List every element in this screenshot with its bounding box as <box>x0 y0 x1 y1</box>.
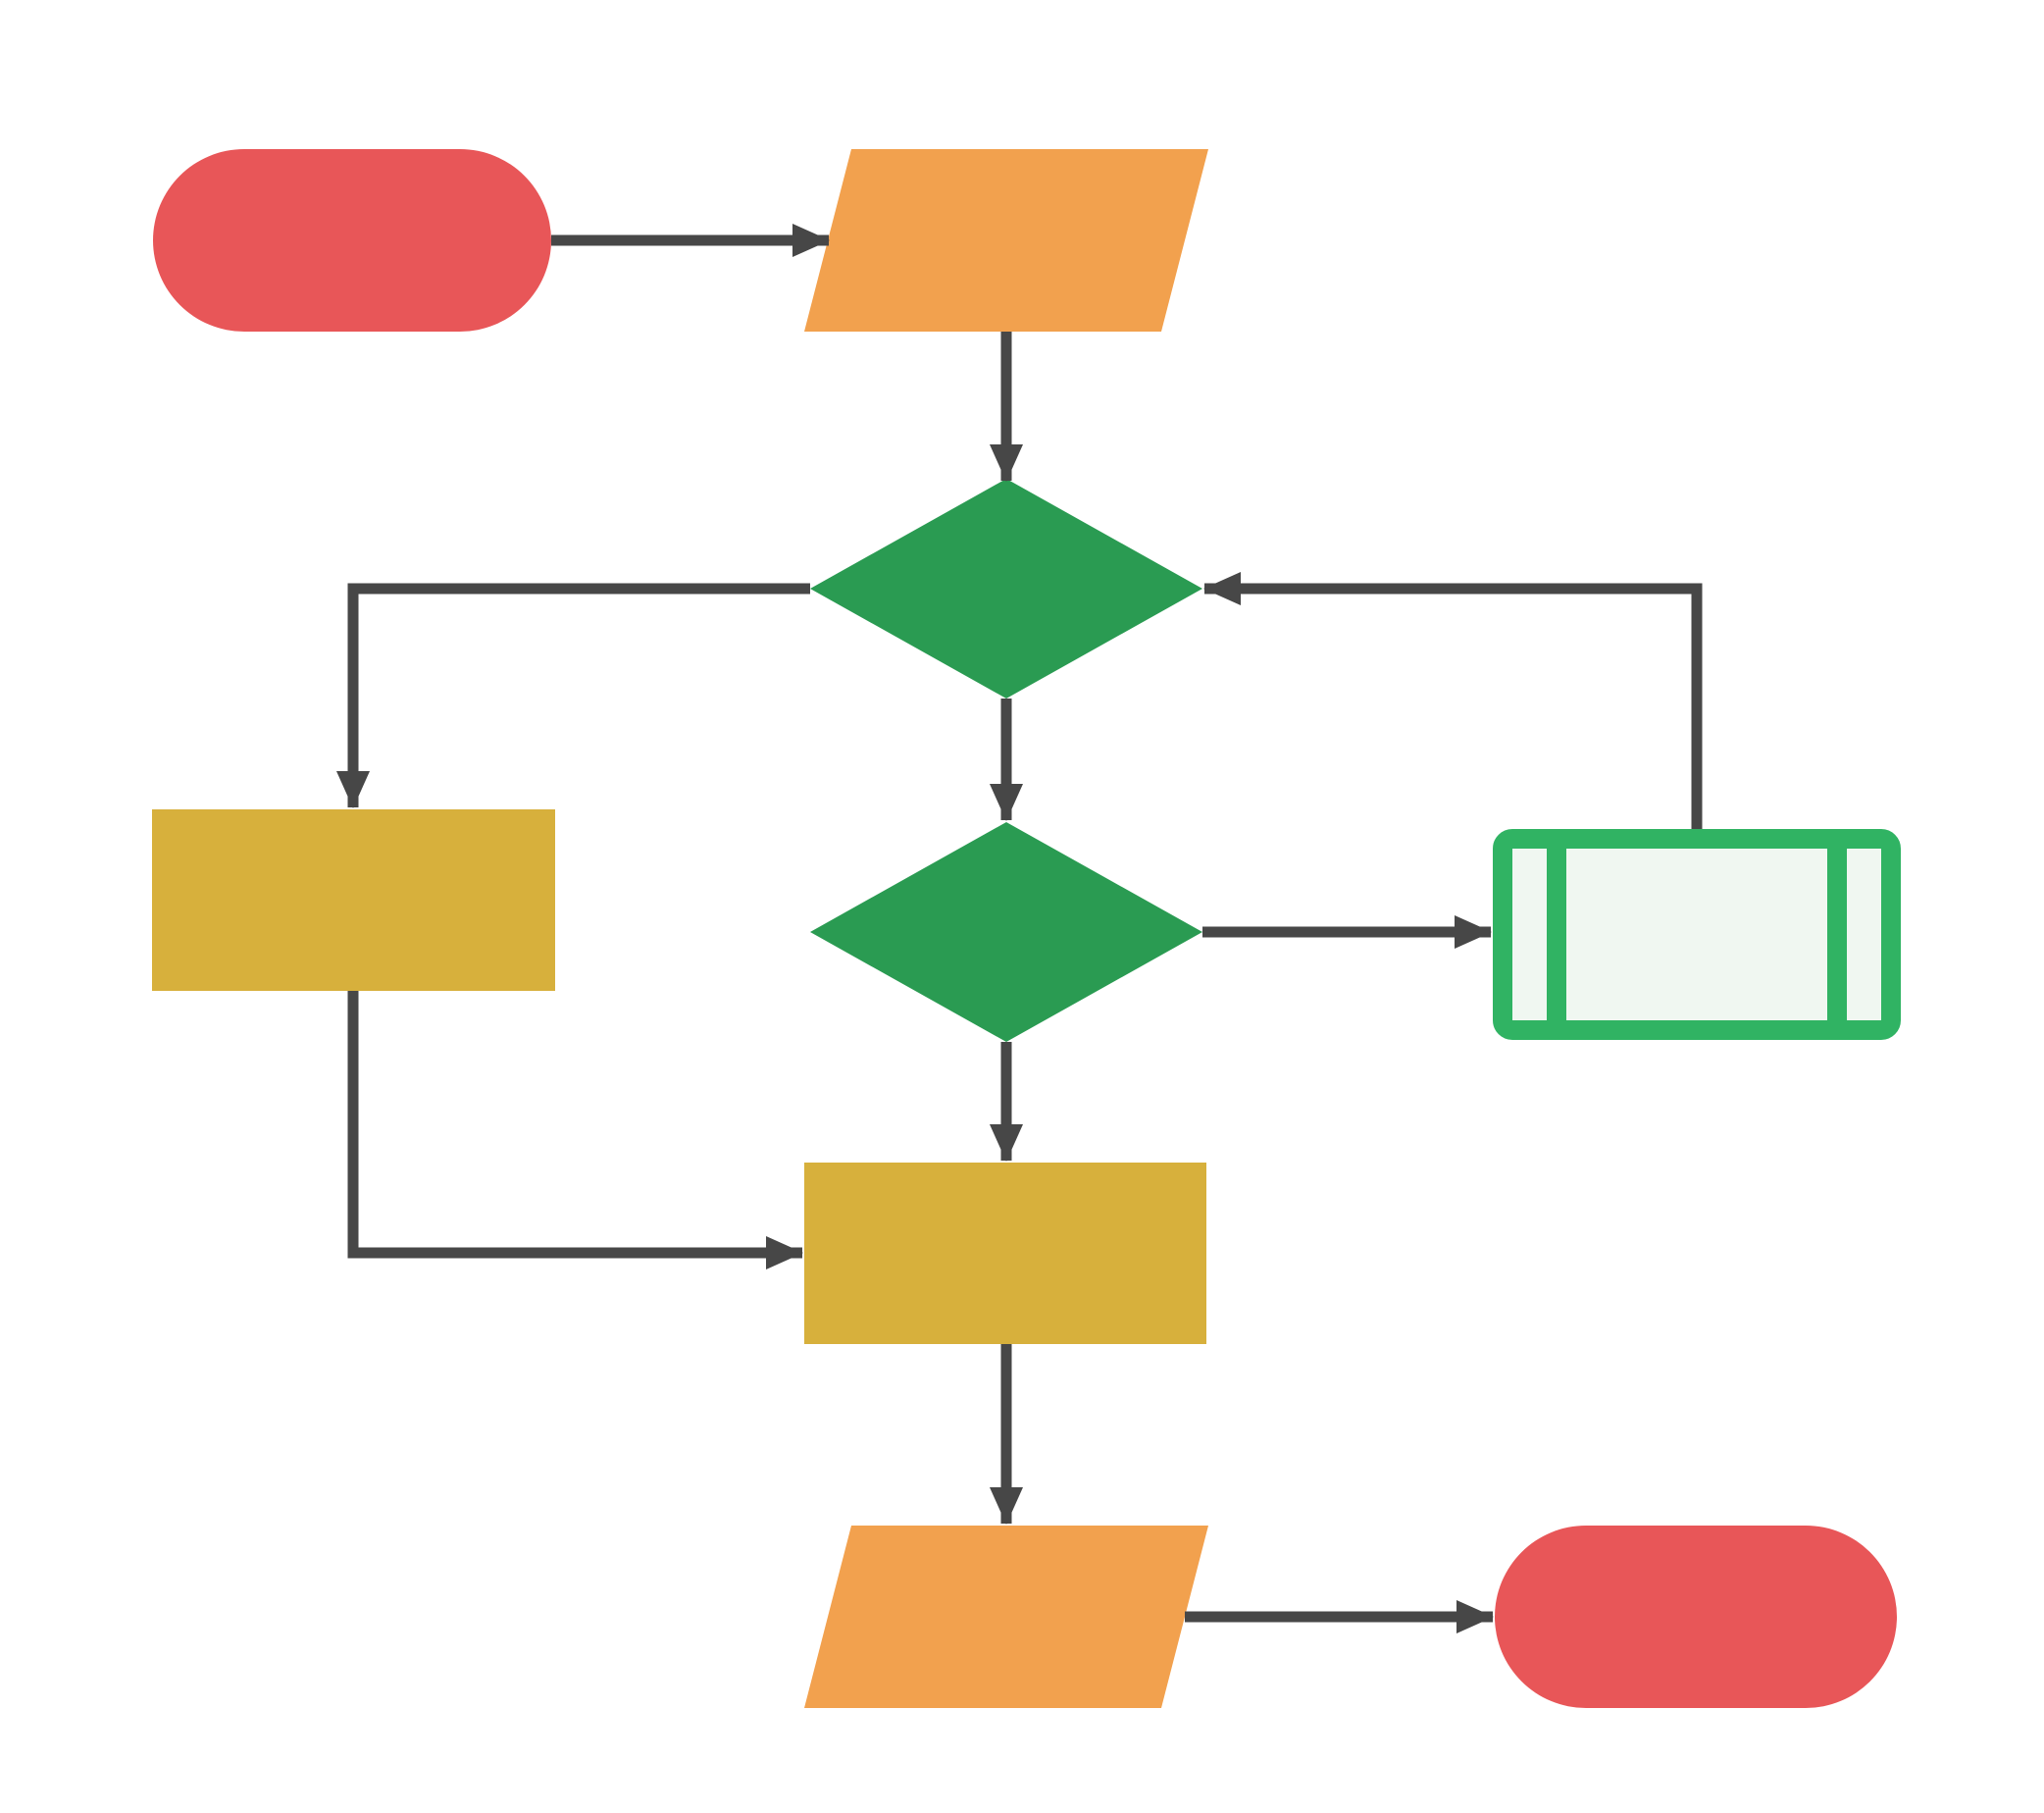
node-decision-2 <box>810 822 1202 1042</box>
edge-left-to-center-arrow <box>347 991 803 1269</box>
node-output-parallelogram <box>804 1526 1208 1708</box>
node-process-left <box>152 809 555 991</box>
node-predefined-process <box>1493 829 1901 1040</box>
node-end-terminator <box>1495 1526 1897 1708</box>
node-start-terminator <box>153 149 551 332</box>
node-decision-1 <box>810 479 1202 699</box>
edge-decision1-to-left-arrow <box>336 583 810 808</box>
node-process-center <box>804 1163 1206 1344</box>
node-input-parallelogram <box>804 149 1208 332</box>
predefined-process-body <box>1493 829 1901 1040</box>
edge-predef-to-decision1-arrow <box>1203 572 1703 829</box>
